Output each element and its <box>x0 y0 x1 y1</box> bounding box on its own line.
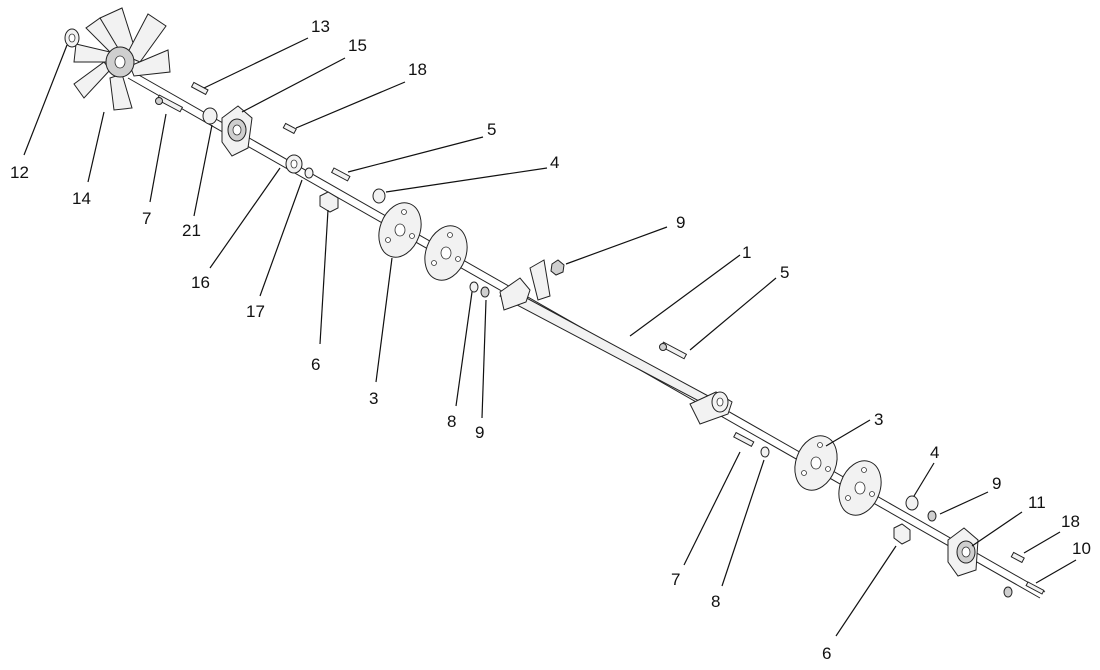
setscrew-18-left <box>282 122 297 135</box>
callout-10: 10 <box>1072 539 1091 558</box>
nut-6-left <box>319 191 339 213</box>
callout-17: 17 <box>246 302 265 321</box>
callout-3: 3 <box>369 389 378 408</box>
callout-13: 13 <box>311 17 330 36</box>
callout-9: 9 <box>992 474 1001 493</box>
callout-16: 16 <box>191 273 210 292</box>
screw-13 <box>190 81 209 96</box>
lockwasher-4-left <box>372 188 386 204</box>
callout-5: 5 <box>780 263 789 282</box>
shaft-bracket-left <box>499 259 551 311</box>
callout-6: 6 <box>822 644 831 663</box>
bolt-5-left <box>330 167 351 182</box>
shaft-assembly <box>127 69 1046 599</box>
callout-11: 11 <box>1028 493 1046 512</box>
nut-9-lower-left <box>480 286 490 298</box>
coupling-disc-3-left-b <box>424 225 468 281</box>
callout-12: 12 <box>10 163 29 182</box>
bearing-flange-11 <box>947 527 979 577</box>
nut-9-upper <box>550 259 565 276</box>
callout-9: 9 <box>475 423 484 442</box>
setscrew-18-right <box>1010 551 1025 564</box>
collar-17 <box>304 167 314 179</box>
coupling-disc-3-right-a <box>794 435 838 491</box>
nut-end <box>1003 586 1013 598</box>
main-shaft <box>499 287 717 412</box>
washer-16 <box>285 154 303 174</box>
bolt-5-right <box>659 341 688 360</box>
callout-labels: 13 15 18 5 4 9 1 5 3 4 9 11 18 10 12 14 … <box>10 17 1091 663</box>
callout-8: 8 <box>447 412 456 431</box>
washer-8-left <box>469 281 479 293</box>
washer-8-right <box>760 446 770 458</box>
spacer-21 <box>202 107 218 125</box>
fan-blade <box>73 7 171 111</box>
callout-5: 5 <box>487 120 496 139</box>
callout-21: 21 <box>182 221 201 240</box>
callout-4: 4 <box>930 443 939 462</box>
key-10 <box>1025 581 1045 595</box>
callout-1: 1 <box>742 243 751 262</box>
coupling-disc-3-left-a <box>378 202 422 258</box>
bolt-7-right <box>733 431 755 448</box>
callout-7: 7 <box>142 209 151 228</box>
callout-18: 18 <box>408 60 427 79</box>
coupling-disc-3-right-b <box>838 460 882 516</box>
callout-6: 6 <box>311 355 320 374</box>
callout-8: 8 <box>711 592 720 611</box>
callout-9: 9 <box>676 213 685 232</box>
bearing-flange-15 <box>221 105 253 157</box>
callout-7: 7 <box>671 570 680 589</box>
lockwasher-4-right <box>905 495 919 511</box>
fan-cap <box>64 28 80 48</box>
callout-4: 4 <box>550 153 559 172</box>
callout-15: 15 <box>348 36 367 55</box>
leader-lines <box>23 37 1077 637</box>
nut-9-right <box>927 510 937 522</box>
callout-18: 18 <box>1061 512 1080 531</box>
callout-14: 14 <box>72 189 91 208</box>
callout-3: 3 <box>874 410 883 429</box>
nut-6-right <box>893 523 911 545</box>
bolt-7-left <box>155 94 184 113</box>
shaft-bracket-right <box>689 391 733 425</box>
